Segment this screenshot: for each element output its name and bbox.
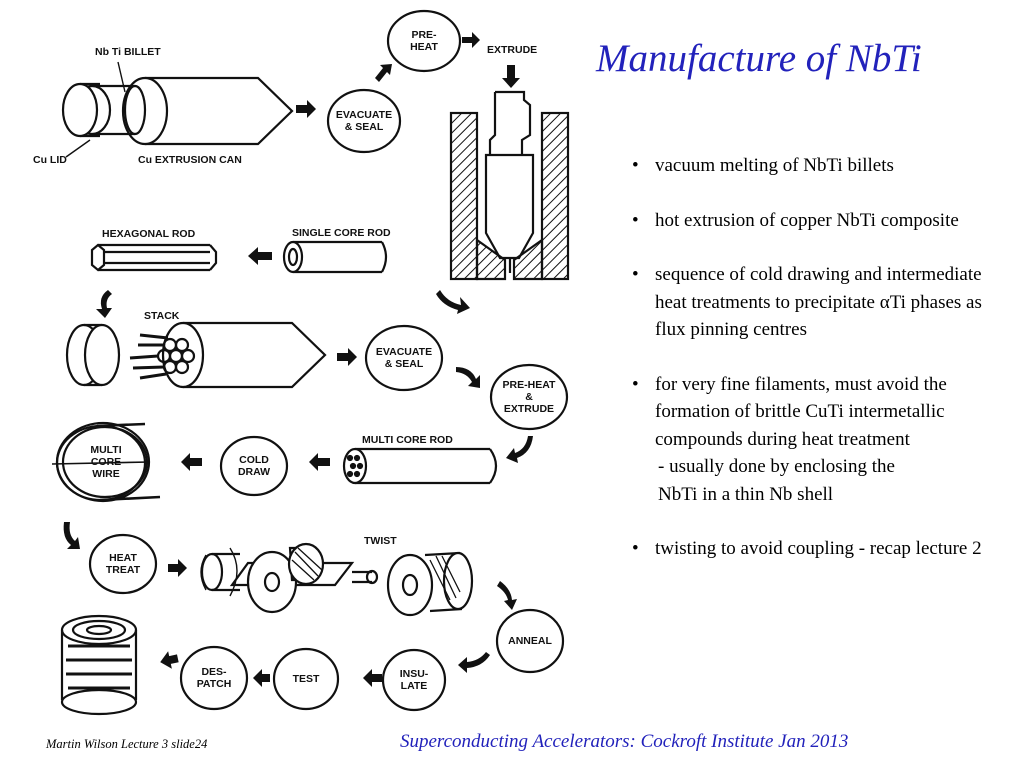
despatch-step-label: DES- PATCH [196, 665, 232, 690]
bullet-text: for very fine filaments, must avoid the … [655, 373, 947, 450]
bullet-item: vacuum melting of NbTi billets [632, 152, 1002, 180]
footer-course: Superconducting Accelerators: Cockroft I… [400, 731, 849, 752]
heat-treat-circle [88, 533, 158, 595]
twist-label: TWIST [364, 535, 397, 547]
single-core-rod-label: SINGLE CORE ROD [292, 227, 391, 239]
stack-illustration [65, 321, 327, 389]
cu-lid-label: Cu LID [33, 154, 67, 166]
bullet-subnote: - usually done by enclosing the NbTi in … [658, 456, 895, 505]
preheat-circle [386, 9, 462, 73]
bullet-item: twisting to avoid coupling - recap lectu… [632, 535, 1002, 563]
evacuate-seal-2-step-label: EVACUATE & SEAL [375, 345, 433, 370]
preheat-extrude-step-label: PRE-HEAT & EXTRUDE [502, 378, 556, 416]
despatch-circle [179, 645, 249, 711]
preheat-extrude-circle [489, 363, 569, 431]
bullet-text: sequence of cold drawing and intermediat… [655, 264, 982, 340]
multi-core-rod-label: MULTI CORE ROD [362, 434, 453, 446]
bullet-text: hot extrusion of copper NbTi composite [655, 209, 959, 231]
bullet-list: vacuum melting of NbTi billets hot extru… [632, 152, 1002, 590]
anneal-step-label: ANNEAL [508, 634, 552, 647]
bullet-text: vacuum melting of NbTi billets [655, 155, 894, 176]
insulate-circle [381, 648, 447, 712]
bullet-item: sequence of cold drawing and intermediat… [632, 261, 1002, 344]
bullet-item: for very fine filaments, must avoid the … [632, 371, 1002, 509]
nbti-billet-label: Nb Ti BILLET [95, 46, 161, 58]
bullet-item: hot extrusion of copper NbTi composite [632, 207, 1002, 235]
preheat-step-label: PRE- HEAT [410, 28, 438, 53]
cold-draw-circle [219, 435, 289, 497]
heat-treat-step-label: HEAT TREAT [105, 551, 141, 576]
footer-author: Martin Wilson Lecture 3 slide24 [46, 737, 208, 751]
stack-label: STACK [144, 310, 180, 322]
finished-wire-spool-illustration [60, 614, 138, 716]
bullet-text: twisting to avoid coupling - recap lectu… [655, 538, 982, 559]
twist-machine-illustration [200, 542, 474, 617]
evacuate-seal-1-circle [326, 88, 402, 154]
manufacturing-flow-diagram [51, 9, 570, 716]
multi-core-rod-illustration [342, 447, 498, 485]
insulate-step-label: INSU- LATE [399, 667, 429, 692]
test-circle [272, 647, 340, 711]
flow-arrows [63, 32, 533, 687]
anneal-circle [495, 608, 565, 674]
cold-draw-step-label: COLD DRAW [237, 453, 271, 478]
multi-core-wire-label: MULTI CORE WIRE [90, 443, 122, 481]
hexagonal-rod-illustration [90, 243, 218, 272]
evacuate-seal-2-circle [364, 324, 444, 392]
cu-extrusion-can-label: Cu EXTRUSION CAN [138, 154, 242, 166]
evacuate-seal-1-step-label: EVACUATE & SEAL [335, 108, 393, 133]
multi-core-wire-coil-illustration [51, 421, 161, 503]
billet-can-illustration [61, 61, 294, 158]
single-core-rod-illustration [282, 240, 388, 274]
slide-title: Manufacture of NbTi [596, 37, 922, 80]
hexagonal-rod-label: HEXAGONAL ROD [102, 228, 196, 240]
test-step-label: TEST [292, 672, 320, 685]
extrusion-press-illustration [449, 90, 570, 281]
extrude-label: EXTRUDE [487, 44, 538, 56]
